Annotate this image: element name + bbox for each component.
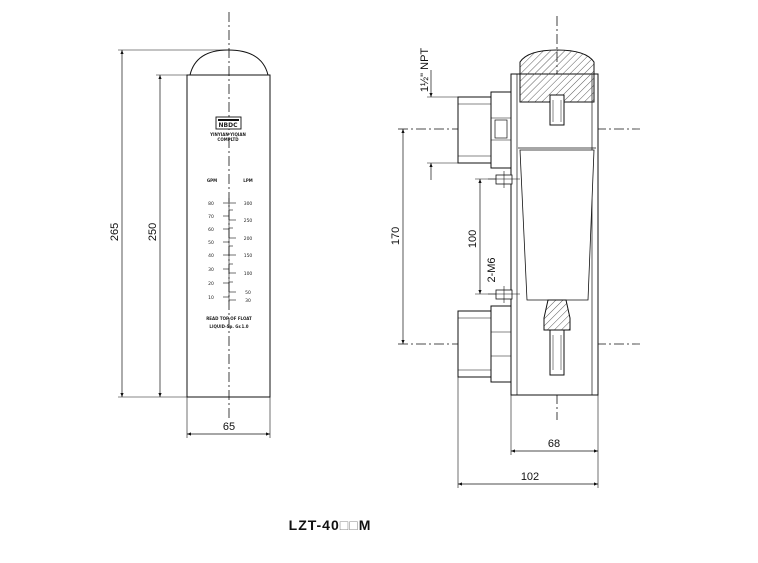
scale-header-lpm: LPM xyxy=(243,178,252,183)
model-designation: LZT-40□□M xyxy=(289,517,372,533)
lpm-tick-labels: 300 250 200 150 100 50 30 xyxy=(244,201,253,304)
lower-port-thread xyxy=(457,310,492,378)
note-line-2: LIQUID-Sp. Gr.1.0 xyxy=(209,324,248,329)
model-prefix: LZT-40 xyxy=(289,517,340,533)
gpm-tick-label: 70 xyxy=(208,214,214,220)
dim-label-102: 102 xyxy=(521,471,539,483)
lpm-tick-label: 250 xyxy=(244,218,253,224)
note-line-1: READ TOP OF FLOAT xyxy=(206,316,252,321)
dim-label-100: 100 xyxy=(467,230,479,248)
dim-label-65: 65 xyxy=(223,421,235,433)
dim-label-265: 265 xyxy=(109,223,121,241)
upper-port-thread xyxy=(457,96,492,164)
conical-tube xyxy=(519,149,595,301)
brand-line-1: YINYIAN YIQIAN xyxy=(209,132,246,137)
dim-label-npt: 1½" NPT xyxy=(419,48,431,93)
model-boxes: □□ xyxy=(340,517,359,533)
gpm-tick-label: 30 xyxy=(208,267,214,273)
model-suffix: M xyxy=(359,517,372,533)
dim-label-250: 250 xyxy=(147,223,159,241)
gpm-tick-label: 20 xyxy=(208,281,214,287)
gpm-tick-label: 80 xyxy=(208,201,214,207)
logo-text: NBDC xyxy=(219,122,239,129)
gpm-tick-label: 50 xyxy=(208,240,214,246)
brand-line-2: COMPLTD xyxy=(217,137,239,142)
lpm-tick-label: 300 xyxy=(244,201,253,207)
float-section xyxy=(543,299,571,331)
lpm-tick-label: 100 xyxy=(244,271,253,277)
gpm-tick-label: 40 xyxy=(208,253,214,259)
lower-port-nut xyxy=(490,305,512,383)
lpm-tick-label: 30 xyxy=(245,298,251,304)
scale-ruler xyxy=(223,198,236,302)
top-cap-section xyxy=(519,49,595,103)
gpm-tick-labels: 80 70 60 50 40 30 20 10 xyxy=(208,201,214,301)
dim-label-68: 68 xyxy=(548,438,560,450)
lpm-tick-label: 150 xyxy=(244,253,253,259)
scale-header-gpm: GPM xyxy=(207,178,217,183)
lpm-tick-label: 200 xyxy=(244,236,253,242)
front-view xyxy=(118,12,271,438)
dim-label-170: 170 xyxy=(390,227,402,245)
gpm-tick-label: 60 xyxy=(208,227,214,233)
gpm-tick-label: 10 xyxy=(208,295,214,301)
dim-label-2-m6: 2-M6 xyxy=(486,257,498,282)
side-view xyxy=(398,16,640,488)
lpm-tick-label: 50 xyxy=(245,290,251,296)
